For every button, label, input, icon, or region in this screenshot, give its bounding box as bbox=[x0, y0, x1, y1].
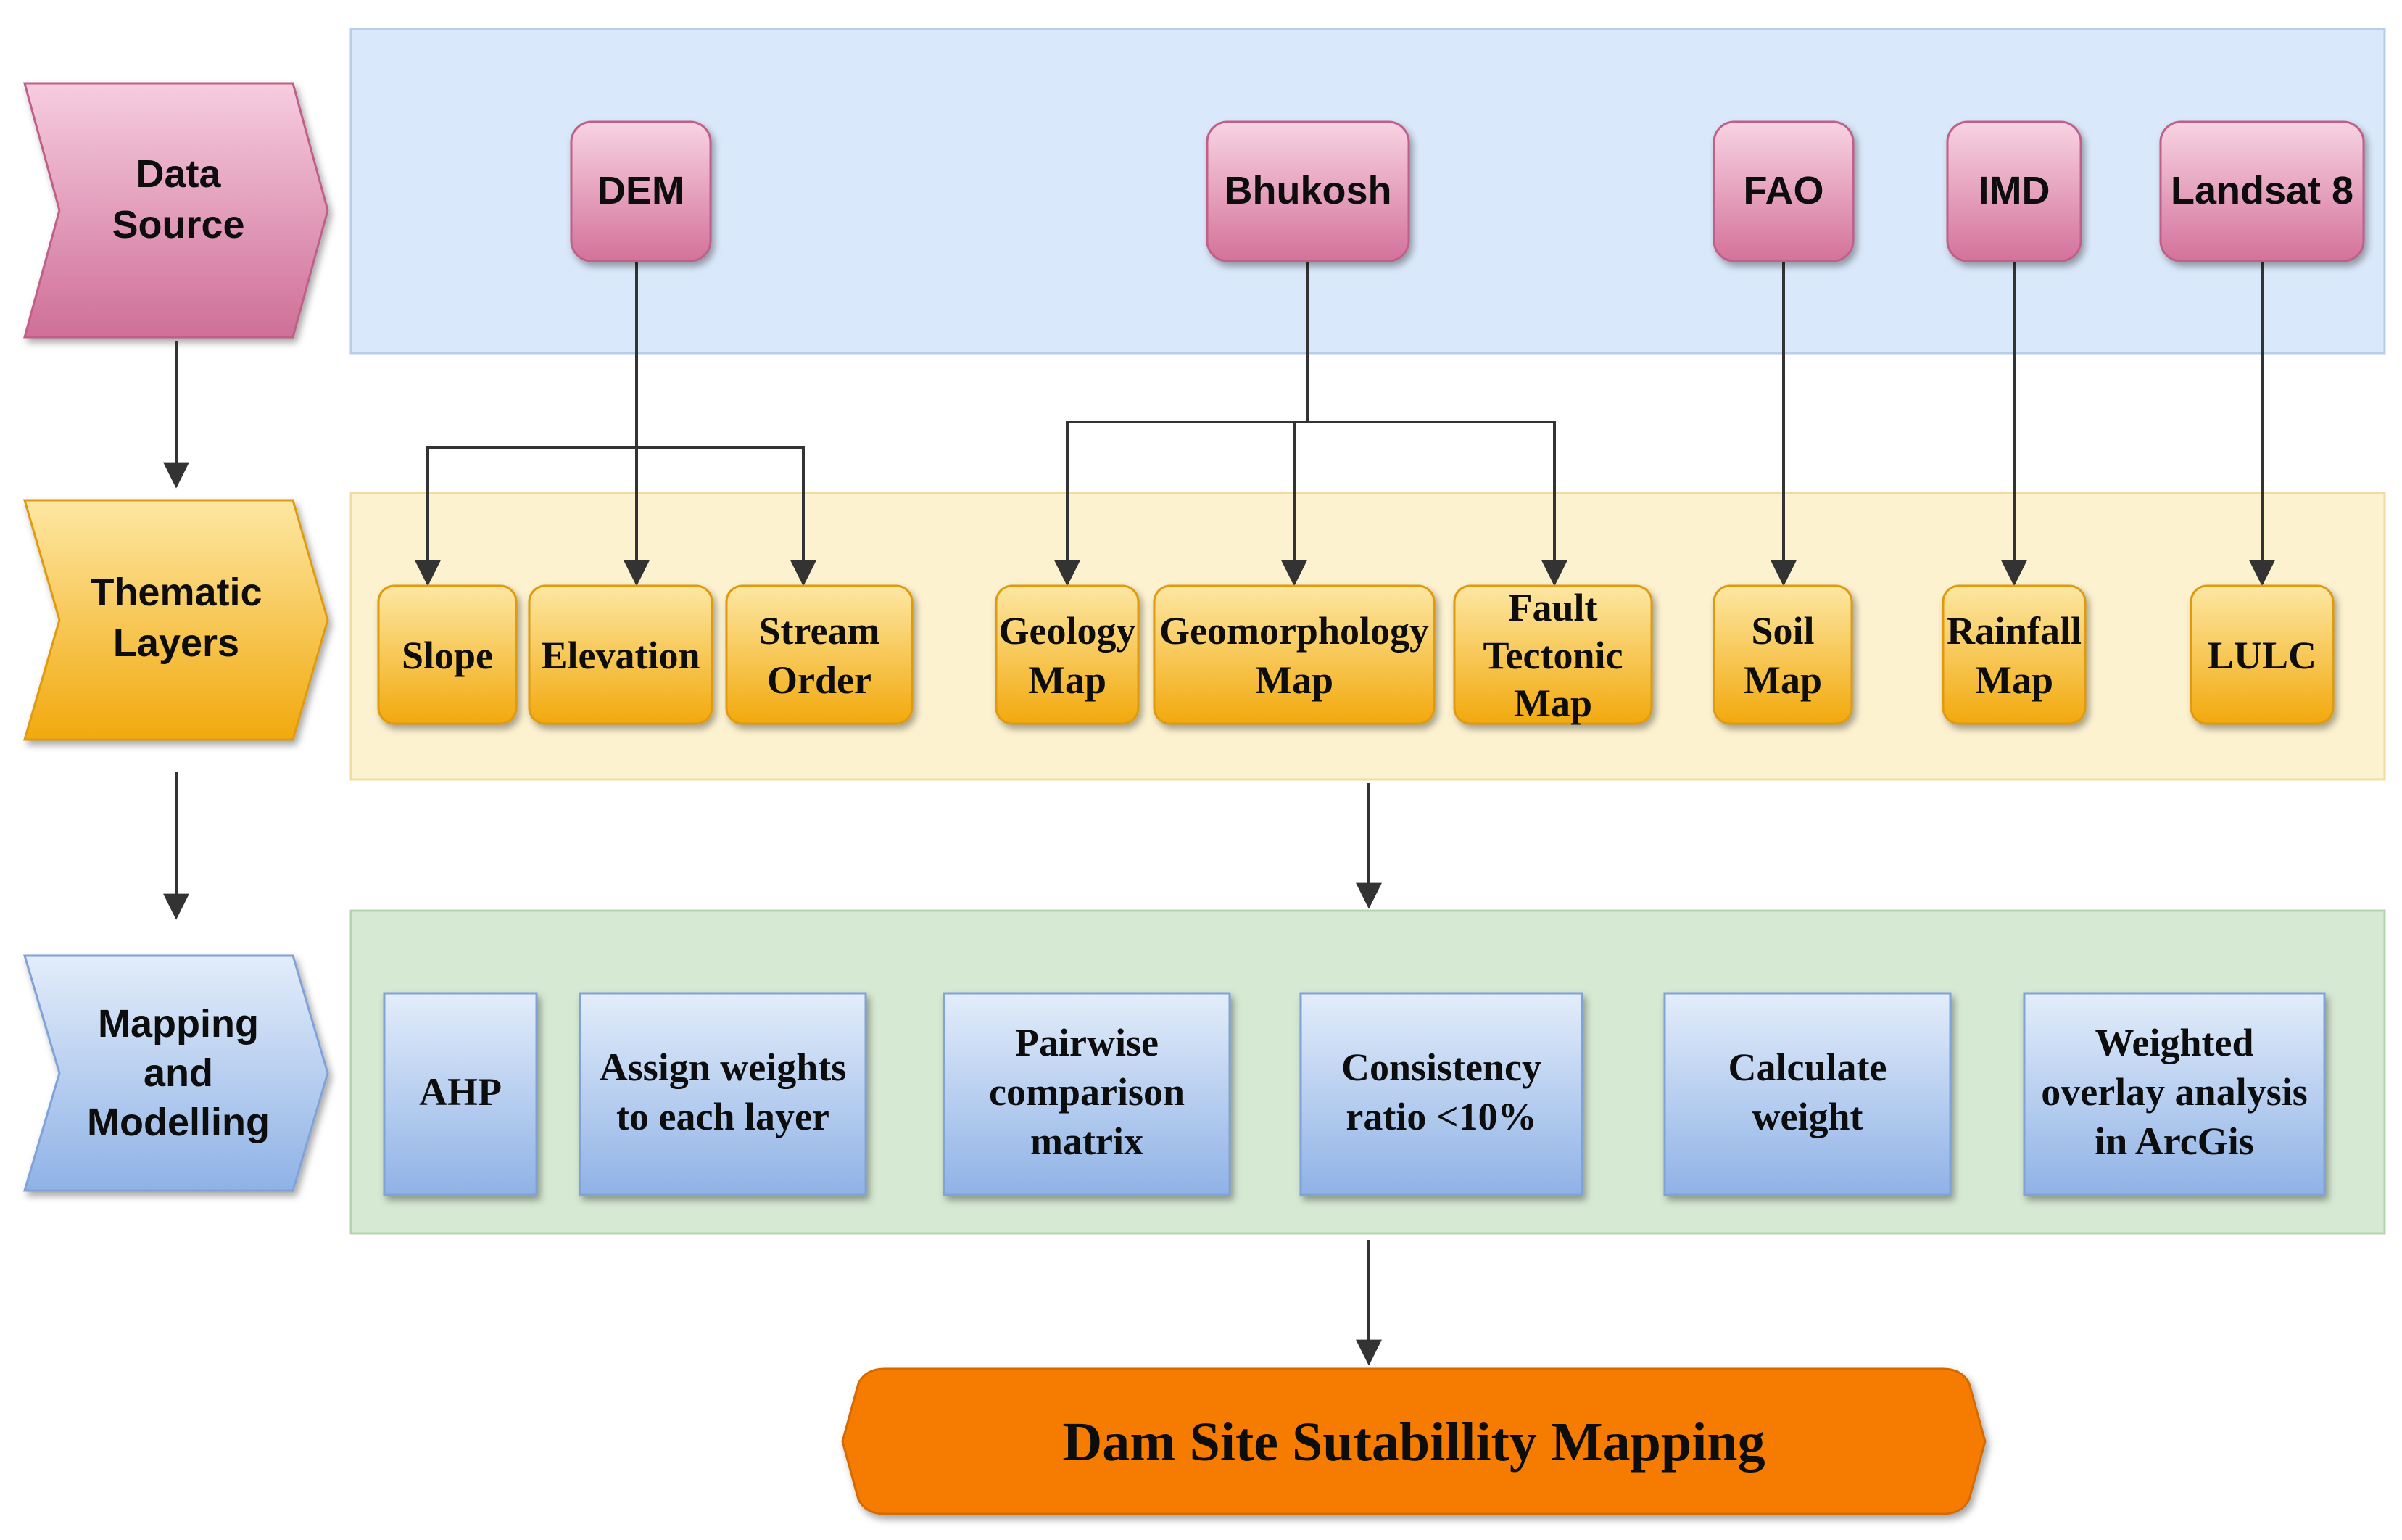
stage-mapping-modelling-line-1: Mapping bbox=[98, 1002, 259, 1046]
bhukosh-branch bbox=[1066, 421, 1556, 584]
model-consistency-line-1: Consistency bbox=[1341, 1046, 1541, 1089]
model-calculate-line-1: Calculate bbox=[1728, 1046, 1887, 1089]
model-assign-line-2: to each layer bbox=[616, 1095, 829, 1138]
layer-fault-line-1: Fault bbox=[1508, 586, 1597, 629]
source-bhukosh-label: Bhukosh bbox=[1224, 169, 1391, 212]
source-bhukosh: Bhukosh bbox=[1206, 120, 1410, 262]
layer-geomorphology-line-1: Geomorphology bbox=[1159, 609, 1429, 653]
layer-geology-line-2: Map bbox=[1028, 658, 1106, 702]
model-weighted-line-1: Weighted bbox=[2095, 1021, 2253, 1064]
source-dem-label: DEM bbox=[597, 169, 684, 212]
model-calculate-line-2: weight bbox=[1752, 1095, 1863, 1138]
layer-soil-line-1: Soil bbox=[1751, 609, 1814, 653]
layer-fault-line-3: Map bbox=[1514, 682, 1592, 725]
layer-slope-line-1: Slope bbox=[402, 634, 493, 677]
model-pairwise-line-3: matrix bbox=[1030, 1119, 1143, 1163]
layer-lulc-line-1: LULC bbox=[2208, 634, 2316, 677]
layer-stream-order-line-2: Order bbox=[767, 658, 871, 702]
layer-geology-line-1: Geology bbox=[999, 609, 1136, 653]
model-consistency-line-2: ratio <10% bbox=[1346, 1095, 1536, 1138]
layer-stream-order: Stream Order bbox=[725, 584, 914, 725]
layer-geomorphology-line-2: Map bbox=[1255, 658, 1333, 702]
layer-geology-map: Geology Map bbox=[995, 584, 1140, 725]
layer-lulc: LULC bbox=[2190, 584, 2335, 725]
source-imd: IMD bbox=[1946, 120, 2082, 262]
layer-rainfall-line-2: Map bbox=[1975, 658, 2053, 702]
source-imd-label: IMD bbox=[1979, 169, 2050, 212]
output-dam-site-mapping: Dam Site Sutabillity Mapping bbox=[841, 1367, 1987, 1515]
source-fao: FAO bbox=[1713, 120, 1855, 262]
stage-thematic-layers: Thematic Layers bbox=[23, 499, 329, 741]
stage-mapping-modelling: Mapping and Modelling bbox=[22, 954, 329, 1192]
layer-rainfall-map: Rainfall Map bbox=[1942, 584, 2087, 725]
model-pairwise-line-2: comparison bbox=[989, 1070, 1185, 1114]
stage-data-source-line-2: Source bbox=[112, 203, 244, 247]
layer-slope: Slope bbox=[377, 584, 518, 725]
layer-rainfall-line-1: Rainfall bbox=[1947, 609, 2082, 653]
model-weighted-overlay: Weighted overlay analysis in ArcGis bbox=[2023, 992, 2326, 1196]
stage-mapping-modelling-line-2: and bbox=[144, 1051, 213, 1095]
model-calculate-weight: Calculate weight bbox=[1663, 992, 1952, 1196]
source-fao-label: FAO bbox=[1743, 169, 1823, 212]
layer-fault-tectonic-map: Fault Tectonic Map bbox=[1453, 584, 1653, 725]
model-ahp-line-1: AHP bbox=[419, 1070, 502, 1114]
source-dem: DEM bbox=[570, 120, 712, 262]
dem-branch bbox=[426, 446, 805, 584]
model-pairwise-matrix: Pairwise comparison matrix bbox=[943, 992, 1231, 1196]
source-landsat: Landsat 8 bbox=[2159, 120, 2365, 262]
model-ahp: AHP bbox=[383, 992, 538, 1196]
stage-mapping-modelling-line-3: Modelling bbox=[87, 1101, 270, 1144]
layer-fault-line-2: Tectonic bbox=[1483, 634, 1623, 677]
model-assign-weights: Assign weights to each layer bbox=[579, 992, 867, 1196]
model-pairwise-line-1: Pairwise bbox=[1015, 1021, 1159, 1064]
model-weighted-line-2: overlay analysis bbox=[2041, 1070, 2308, 1114]
stage-thematic-layers-line-1: Thematic bbox=[90, 571, 262, 614]
layer-soil-map: Soil Map bbox=[1713, 584, 1853, 725]
output-title: Dam Site Sutabillity Mapping bbox=[1062, 1412, 1765, 1473]
model-weighted-line-3: in ArcGis bbox=[2095, 1119, 2254, 1163]
stage-data-source: Data Source bbox=[23, 82, 329, 339]
layer-soil-line-2: Map bbox=[1744, 658, 1822, 702]
layer-stream-order-line-1: Stream bbox=[759, 609, 880, 653]
model-assign-line-1: Assign weights bbox=[600, 1046, 847, 1089]
stage-data-source-line-1: Data bbox=[136, 152, 221, 196]
layer-elevation: Elevation bbox=[528, 584, 713, 725]
connectors bbox=[415, 261, 2275, 1366]
layer-elevation-line-1: Elevation bbox=[541, 634, 700, 677]
source-landsat-label: Landsat 8 bbox=[2171, 169, 2353, 212]
model-consistency-ratio: Consistency ratio <10% bbox=[1299, 992, 1583, 1196]
layer-geomorphology-map: Geomorphology Map bbox=[1153, 584, 1436, 725]
stage-thematic-layers-line-2: Layers bbox=[113, 621, 239, 665]
